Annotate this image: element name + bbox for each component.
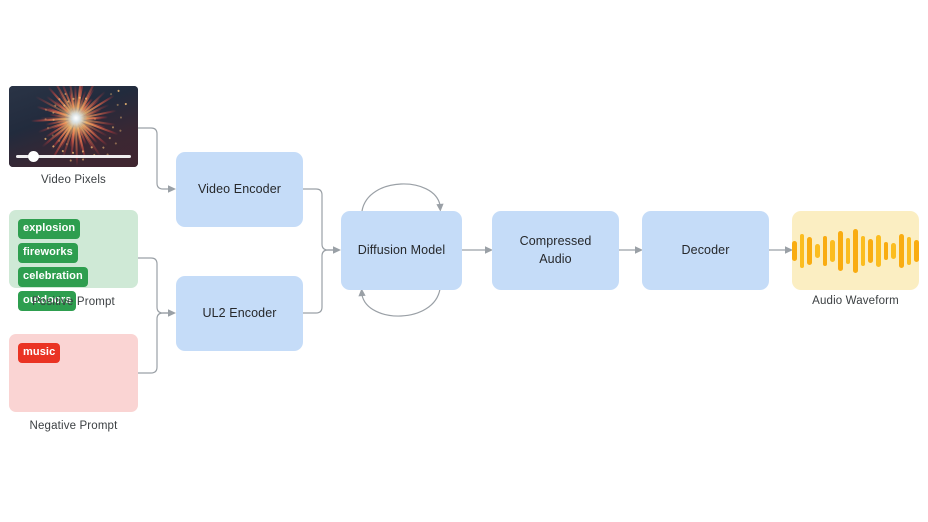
audio-waveform-caption: Audio Waveform: [812, 295, 899, 307]
arrowhead-ul2-encoder-in: [168, 309, 176, 317]
prompt-tag[interactable]: outdoors: [18, 291, 77, 311]
negative-prompt-tags: music: [18, 343, 129, 363]
audio-waveform-panel[interactable]: [792, 211, 919, 290]
diffusion-model-box[interactable]: Diffusion Model: [341, 211, 462, 290]
ul2-encoder-label: UL2 Encoder: [202, 305, 277, 320]
prompt-tag[interactable]: explosion: [18, 219, 81, 239]
video-encoder-box[interactable]: Video Encoder: [176, 152, 303, 227]
negative-prompt-panel[interactable]: music: [9, 334, 138, 412]
prompt-tag[interactable]: celebration: [18, 267, 88, 287]
waveform-bar: [799, 233, 805, 268]
waveform-bar: [876, 234, 881, 267]
waveform-bar: [906, 236, 912, 265]
wire-positive-prompt-to-ul2: [138, 257, 169, 314]
positive-prompt-panel[interactable]: explosion fireworks celebration outdoors: [9, 210, 138, 311]
video-pixels-thumbnail[interactable]: [9, 86, 138, 167]
waveform-bar: [822, 235, 828, 266]
wire-video-encoder-to-diffusion: [303, 188, 334, 251]
compressed-audio-label-line2: Audio: [539, 251, 572, 266]
waveform-bar: [899, 233, 904, 268]
waveform-bar: [845, 237, 851, 264]
waveform-bar: [853, 228, 858, 273]
prompt-tag[interactable]: music: [18, 343, 61, 363]
waveform-bar: [814, 243, 820, 258]
video-progress-knob[interactable]: [27, 151, 39, 162]
prompt-tag[interactable]: fireworks: [18, 243, 78, 263]
wire-ul2-encoder-to-diffusion: [303, 249, 334, 314]
positive-prompt-tags: explosion fireworks celebration outdoors: [18, 219, 129, 311]
waveform-bar: [830, 239, 835, 262]
compressed-audio-label-line1: Compressed: [519, 234, 592, 249]
compressed-audio-box[interactable]: Compressed Audio: [492, 211, 619, 290]
wire-negative-prompt-to-ul2: [138, 312, 169, 374]
video-pixels-caption: Video Pixels: [41, 174, 106, 186]
diffusion-model-label: Diffusion Model: [357, 242, 446, 257]
waveform-bar: [868, 238, 874, 263]
negative-prompt-caption: Negative Prompt: [29, 420, 118, 432]
video-encoder-label: Video Encoder: [197, 181, 282, 196]
waveform-bar: [891, 242, 897, 259]
wire-video-to-video-encoder: [138, 127, 169, 190]
firework-spark: [94, 118, 96, 120]
arrowhead-diffusion-in: [333, 246, 341, 254]
waveform-bar: [914, 239, 919, 262]
wire-diffusion-loop-bottom: [361, 288, 441, 317]
waveform-bar: [860, 235, 866, 266]
fireworks-core-glow: [65, 107, 88, 130]
ul2-encoder-box[interactable]: UL2 Encoder: [176, 276, 303, 351]
arrowhead-video-encoder-in: [168, 185, 176, 193]
positive-prompt-caption: Positive Prompt: [32, 296, 115, 308]
waveform-bar: [837, 230, 843, 271]
waveform-bar: [883, 241, 889, 260]
decoder-label: Decoder: [681, 242, 730, 257]
decoder-box[interactable]: Decoder: [642, 211, 769, 290]
wire-diffusion-loop-top: [361, 183, 441, 212]
waveform-bar: [807, 236, 812, 265]
waveform-bar: [792, 240, 797, 261]
video-progress-track[interactable]: [16, 151, 131, 162]
